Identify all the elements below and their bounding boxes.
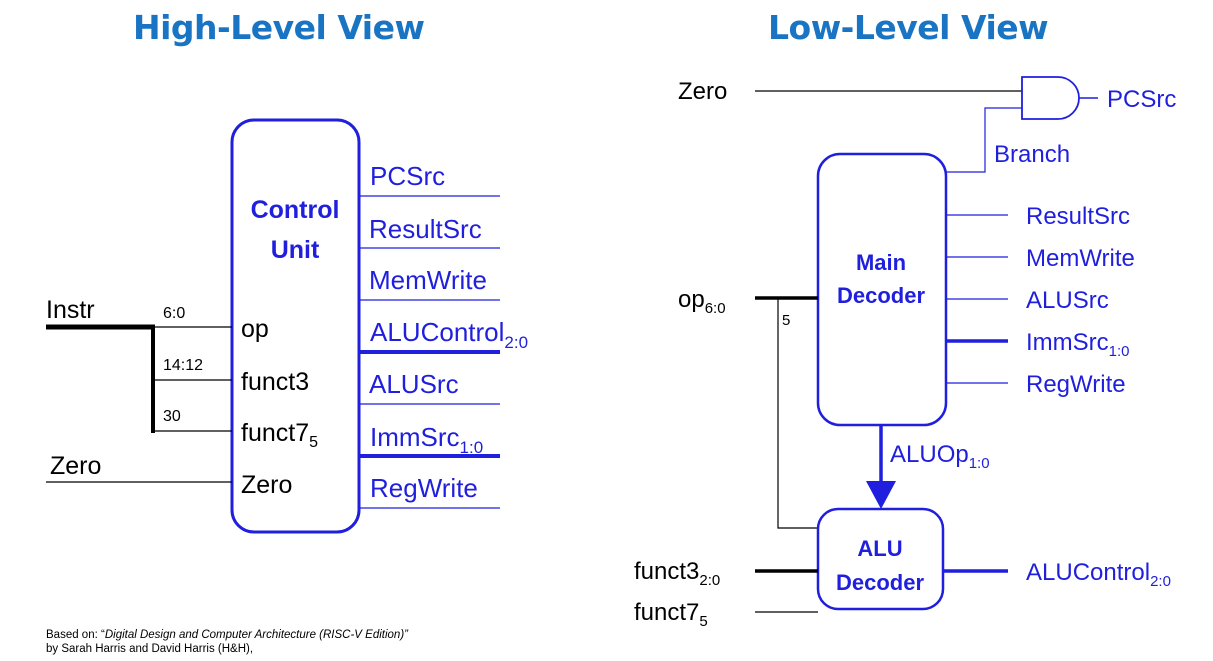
pcsrc-low-label: PCSrc: [1107, 86, 1176, 113]
op5-wire: [777, 298, 818, 529]
alucontrol-output-label: ALUControl2:0: [370, 317, 528, 352]
regwrite-low-label: RegWrite: [1026, 371, 1126, 398]
funct7-low-label: funct75: [634, 599, 708, 630]
alusrc-low-label: ALUSrc: [1026, 287, 1109, 314]
resultsrc-low-label: ResultSrc: [1026, 203, 1130, 230]
high-level-view: Control Unit Instr Zero 6:0 14:12 30 op …: [46, 118, 528, 534]
pcsrc-output-label: PCSrc: [370, 161, 445, 191]
immsrc-low-label: ImmSrc1:0: [1026, 329, 1130, 360]
alucontrol-low-label: ALUControl2:0: [1026, 559, 1171, 590]
op-port-label: op: [241, 315, 269, 343]
main-decoder-label-1: Main: [856, 250, 906, 275]
low-level-view: Zero PCSrc Branch Main Decoder op6:0 5 R…: [634, 76, 1176, 630]
funct3-low-label: funct32:0: [634, 558, 720, 589]
memwrite-output-label: MemWrite: [369, 265, 487, 295]
aluop-arrowhead: [866, 481, 896, 509]
alu-decoder-label-1: ALU: [857, 536, 902, 561]
bits-6-0-label: 6:0: [163, 305, 185, 322]
bit5-label: 5: [782, 312, 790, 329]
branch-label: Branch: [994, 141, 1070, 168]
immsrc-output-label: ImmSrc1:0: [370, 422, 483, 457]
main-decoder-label-2: Decoder: [837, 283, 925, 308]
branch-wire: [946, 107, 1022, 173]
control-unit-label-1: Control: [251, 196, 340, 224]
zero-input-low-label: Zero: [678, 78, 727, 105]
source-credit: Based on: “Digital Design and Computer A…: [46, 628, 408, 656]
resultsrc-output-label: ResultSrc: [369, 214, 482, 244]
regwrite-output-label: RegWrite: [370, 473, 478, 503]
instr-label: Instr: [46, 296, 95, 324]
funct7-port-label: funct75: [241, 419, 318, 451]
alu-decoder-label-2: Decoder: [836, 570, 924, 595]
title-low-level: Low-Level View: [768, 8, 1049, 47]
control-unit-box: [230, 118, 361, 534]
zero-input-label: Zero: [50, 452, 101, 480]
aluop-label: ALUOp1:0: [890, 441, 990, 472]
control-unit-label-2: Unit: [271, 236, 320, 264]
source-credit-line-1: Based on: “Digital Design and Computer A…: [46, 628, 408, 642]
alusrc-output-label: ALUSrc: [369, 369, 459, 399]
and-gate: [1021, 76, 1080, 120]
memwrite-low-label: MemWrite: [1026, 245, 1135, 272]
bit-30-label: 30: [163, 408, 181, 425]
credit-book-title: Digital Design and Computer Architecture…: [104, 629, 408, 641]
zero-port-label: Zero: [241, 471, 292, 499]
bits-14-12-label: 14:12: [163, 357, 203, 374]
alu-decoder-box: [816, 507, 945, 611]
source-credit-line-2: by Sarah Harris and David Harris (H&H),: [46, 643, 254, 655]
title-high-level: High-Level View: [133, 8, 425, 47]
op-low-label: op6:0: [678, 286, 726, 317]
funct3-port-label: funct3: [241, 368, 309, 396]
credit-prefix: Based on: “: [46, 629, 105, 641]
